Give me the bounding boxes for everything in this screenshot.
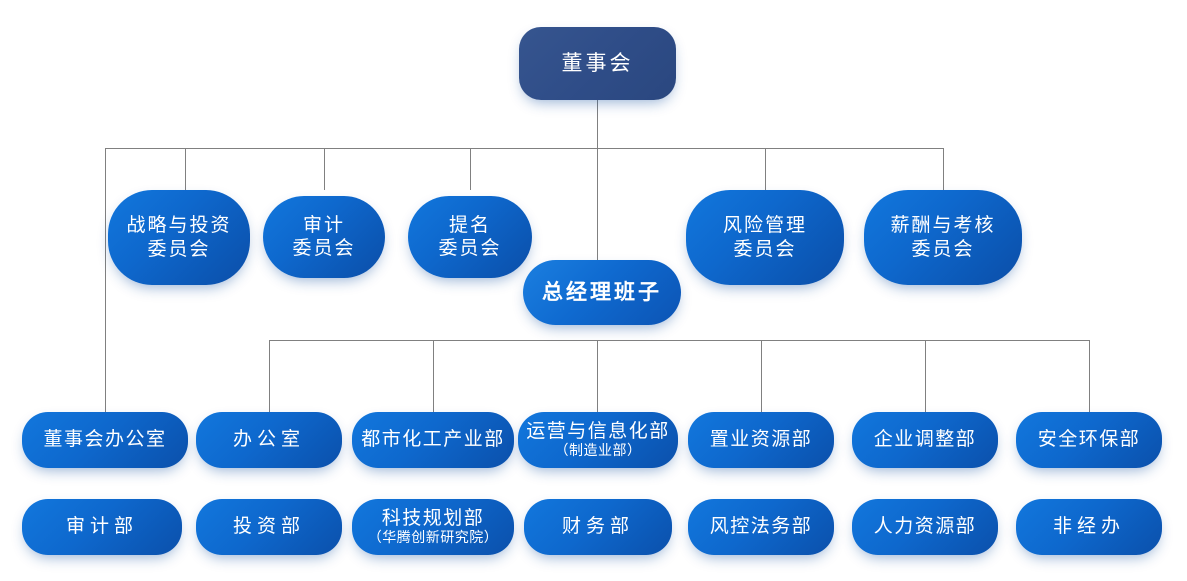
node-dept-audit[interactable]: 审计部	[22, 499, 182, 555]
node-label-line1: 薪酬与考核	[890, 215, 996, 237]
node-label-line1: 人力资源部	[873, 516, 977, 538]
connector-drop-safety-environment	[1089, 340, 1090, 412]
node-label-line1: 运营与信息化部	[526, 420, 670, 442]
node-label-line1: 办公室	[232, 429, 305, 451]
connector-drop-strategy-investment	[185, 148, 186, 190]
node-label-line2: 委员会	[147, 238, 211, 260]
node-dept-property-resources[interactable]: 置业资源部	[688, 412, 834, 468]
node-committee-strategy-investment[interactable]: 战略与投资 委员会	[108, 190, 250, 285]
connector-drop-compensation-committee	[943, 148, 944, 190]
node-dept-human-resources[interactable]: 人力资源部	[852, 499, 998, 555]
node-label-line1: 非经办	[1052, 516, 1125, 538]
node-label-line1: 科技规划部	[381, 507, 485, 529]
node-label-line2: 委员会	[911, 238, 975, 260]
node-dept-tech-planning[interactable]: 科技规划部 （华腾创新研究院）	[352, 499, 514, 555]
node-committee-compensation-appraisal[interactable]: 薪酬与考核 委员会	[864, 190, 1022, 285]
node-dept-finance[interactable]: 财务部	[524, 499, 672, 555]
connector-drop-risk-committee	[765, 148, 766, 190]
connector-bus-to-general-manager	[597, 148, 598, 260]
node-dept-office[interactable]: 办公室	[196, 412, 342, 468]
node-dept-risk-legal[interactable]: 风控法务部	[688, 499, 834, 555]
node-dept-urban-chemical[interactable]: 都市化工产业部	[352, 412, 514, 468]
node-label-line1: 投资部	[232, 516, 305, 538]
node-label-line1: 审计部	[65, 516, 138, 538]
node-dept-safety-environment[interactable]: 安全环保部	[1016, 412, 1162, 468]
connector-drop-office	[269, 340, 270, 412]
node-label-line1: 风险管理	[722, 215, 807, 237]
node-label-line1: 审计	[302, 214, 345, 236]
node-committee-nomination[interactable]: 提名 委员会	[408, 196, 532, 278]
node-label-line1: 置业资源部	[709, 429, 813, 451]
node-label-line1: 提名	[448, 214, 491, 236]
node-label-line2: 委员会	[438, 238, 502, 259]
connector-drop-enterprise-adjust	[925, 340, 926, 412]
connector-drop-nomination-committee	[470, 148, 471, 190]
node-committee-risk-management[interactable]: 风险管理 委员会	[686, 190, 844, 285]
node-label-line2: 委员会	[292, 238, 356, 259]
node-dept-operations-it[interactable]: 运营与信息化部 （制造业部）	[518, 412, 678, 468]
node-dept-enterprise-adjust[interactable]: 企业调整部	[852, 412, 998, 468]
node-label-line1: 企业调整部	[873, 429, 977, 451]
connector-drop-audit-committee	[324, 148, 325, 190]
node-label-line2: （华腾创新研究院）	[367, 531, 499, 547]
connector-drop-urban-chemical	[433, 340, 434, 412]
node-label-line1: 董事会办公室	[43, 429, 167, 451]
node-label: 总经理班子	[542, 279, 662, 304]
connector-upper-bus	[105, 148, 944, 149]
node-label: 董事会	[561, 50, 634, 75]
node-label-line1: 都市化工产业部	[361, 429, 505, 451]
node-committee-audit[interactable]: 审计 委员会	[263, 196, 385, 278]
node-dept-board-office[interactable]: 董事会办公室	[22, 412, 188, 468]
connector-drop-operations-it	[597, 340, 598, 412]
connector-board-to-bus	[597, 100, 598, 148]
connector-lower-bus	[269, 340, 1090, 341]
node-label-line1: 战略与投资	[126, 215, 232, 237]
node-label-line1: 风控法务部	[709, 516, 813, 538]
connector-drop-property-resources	[761, 340, 762, 412]
node-general-manager[interactable]: 总经理班子	[523, 260, 681, 325]
node-label-line1: 财务部	[561, 516, 634, 538]
node-label-line2: （制造业部）	[554, 444, 642, 460]
node-label-line1: 安全环保部	[1037, 429, 1141, 451]
node-dept-non-operating[interactable]: 非经办	[1016, 499, 1162, 555]
node-dept-investment[interactable]: 投资部	[196, 499, 342, 555]
node-board-of-directors[interactable]: 董事会	[519, 27, 676, 100]
connector-drop-board-office	[105, 148, 106, 416]
node-label-line2: 委员会	[733, 238, 797, 260]
